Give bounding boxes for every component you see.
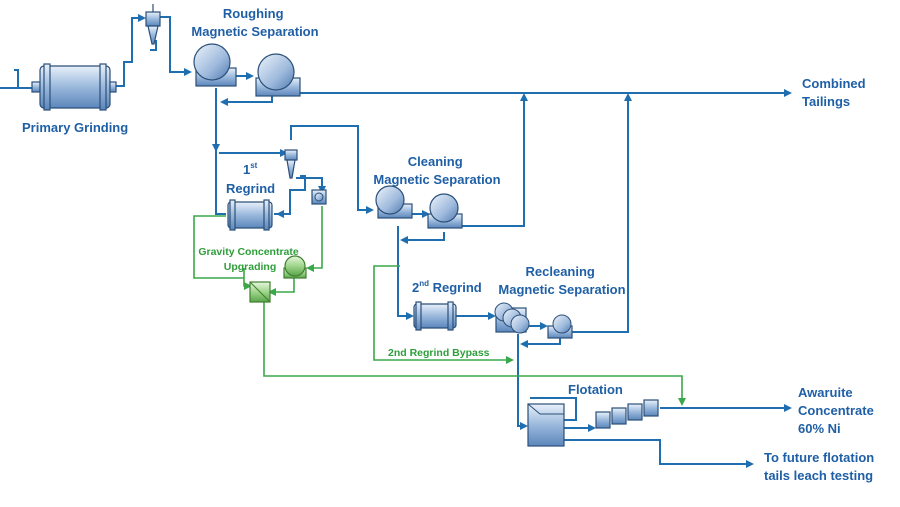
recleaning-separator-2-icon <box>547 314 573 339</box>
cleaning-separator-2-icon <box>427 193 463 229</box>
flotation-cell-large-icon <box>527 403 565 447</box>
blue-flow-lines <box>0 14 792 468</box>
regrind-1-number-label: 1st <box>243 161 258 177</box>
roughing-label: Roughing Magnetic Separation <box>191 6 318 39</box>
cleaning-separator-1-icon <box>375 185 413 219</box>
recleaning-label: Recleaning Magnetic Separation <box>498 264 625 297</box>
flotation-cells-small-icon <box>595 399 659 429</box>
gravity-separator-icon <box>283 255 307 279</box>
gravity-table-icon <box>249 281 271 303</box>
primary-grinding-mill-icon <box>31 63 117 111</box>
recleaning-separator-1-icon <box>494 302 530 334</box>
roughing-separator-1-icon <box>193 43 237 87</box>
primary-cyclone-icon <box>145 4 161 45</box>
future-testing-label: To future flotation tails leach testing <box>764 450 878 483</box>
roughing-separator-2-icon <box>255 53 301 97</box>
regrind-cyclone-icon <box>284 149 298 179</box>
awaruite-label: Awaruite Concentrate 60% Ni <box>798 385 877 436</box>
regrind-1-mill-icon <box>227 199 273 231</box>
bypass-label: 2nd Regrind Bypass <box>388 347 490 359</box>
regrind-2-label: 2nd Regrind <box>412 279 482 295</box>
regrind-1-label: Regrind <box>226 181 275 196</box>
primary-grinding-label: Primary Grinding <box>22 120 128 135</box>
regrind-2-mill-icon <box>413 301 457 331</box>
combined-tailings-label: Combined Tailings <box>802 76 869 109</box>
flotation-label: Flotation <box>568 382 623 397</box>
green-flow-lines <box>193 206 686 406</box>
gravity-label: Gravity Concentrate Upgrading <box>198 246 301 273</box>
small-separator-icon <box>311 189 327 205</box>
cleaning-label: Cleaning Magnetic Separation <box>373 154 500 187</box>
